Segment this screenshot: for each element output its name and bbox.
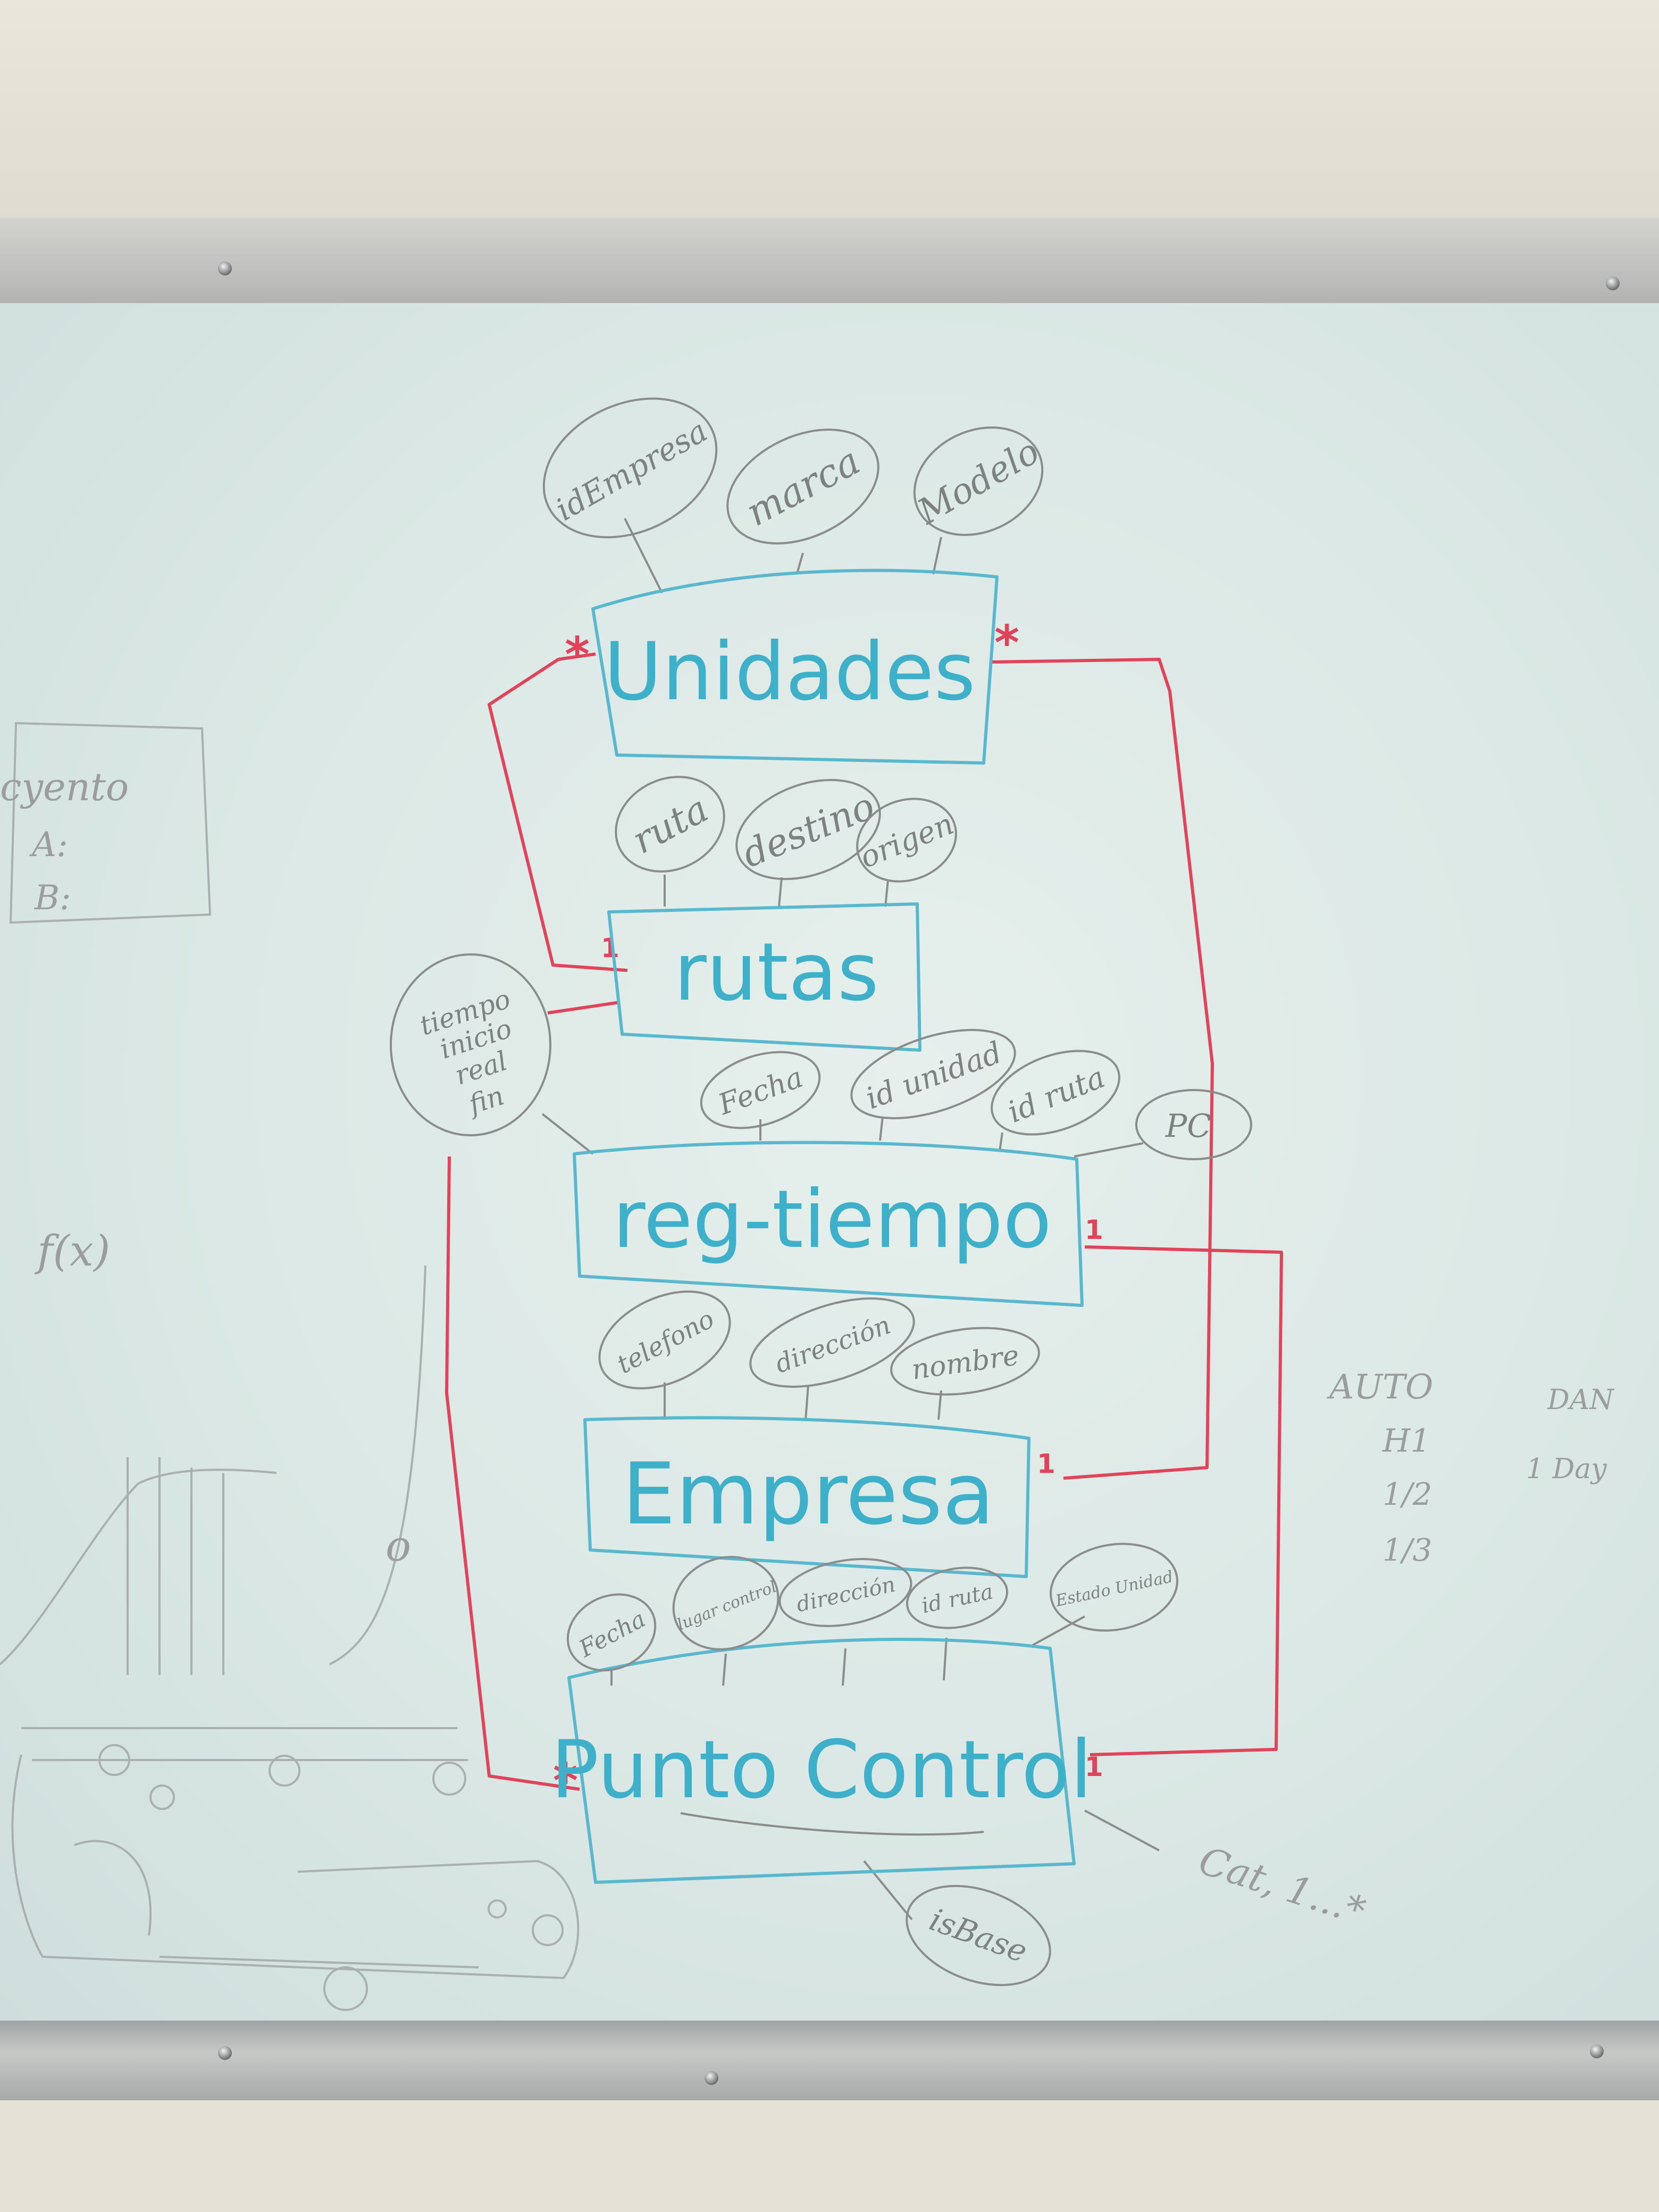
attribute-label: telefono (612, 1304, 719, 1379)
wall-top (0, 0, 1659, 223)
attribute-label: ruta (625, 787, 716, 862)
screw-top-right (1606, 276, 1620, 290)
note-left-box-b: B: (34, 878, 71, 918)
attribute-label: Fecha (574, 1605, 650, 1663)
attribute-label: id ruta (919, 1579, 995, 1618)
attribute-label: isBase (925, 1901, 1032, 1970)
wall-bottom (0, 2100, 1659, 2212)
entity-label-unidades: Unidades (604, 626, 975, 718)
attribute-pc: PC (1135, 1089, 1252, 1160)
attribute-estado-unidad: Estado Unidad (1050, 1543, 1178, 1632)
rel-unidades-rutas (488, 652, 628, 972)
attribute-marca: marca (726, 429, 879, 544)
note-left-box-a: A: (29, 825, 68, 865)
note-left-box-title: cyento (0, 765, 129, 809)
relationship-lines (445, 652, 1283, 1791)
note-right-list-3: 1/2 (1382, 1476, 1432, 1512)
board-frame-bottom (0, 2021, 1659, 2100)
attribute-direccion-empresa: dirección (749, 1297, 915, 1388)
note-right-list-4: 1/3 (1382, 1532, 1432, 1568)
rel-unidades-empresa (991, 658, 1214, 1480)
attribute-tiempo: tiempo inicio real fin (390, 953, 551, 1136)
attribute-idempresa: idEmpresa (542, 397, 718, 539)
rel-regtiempo-puntocontrol (1084, 1245, 1283, 1756)
note-right-other-1: DAN (1547, 1384, 1614, 1416)
attribute-label: destino (736, 784, 881, 876)
note-right-list-1: AUTO (1327, 1368, 1433, 1407)
attribute-destino: destino (735, 778, 881, 881)
attribute-modelo: Modelo (910, 426, 1046, 537)
entity-label-punto-control: Punto Control (551, 1724, 1092, 1816)
card-puntocontrol-one: 1 (1085, 1752, 1103, 1782)
screw-bottom-mid (705, 2071, 718, 2085)
attribute-label: PC (1165, 1108, 1211, 1145)
faint-sketch (0, 722, 580, 2011)
note-right-list-2: H1 (1382, 1422, 1431, 1460)
attribute-label: nombre (910, 1339, 1021, 1386)
entity-label-empresa: Empresa (622, 1444, 995, 1544)
entity-rutas: rutas (607, 902, 921, 1052)
screw-top-left (218, 262, 232, 275)
attribute-ruta: ruta (615, 776, 725, 873)
screw-bottom-right (1590, 2045, 1604, 2058)
whiteboard (0, 303, 1659, 2021)
card-empresa-one: 1 (1037, 1448, 1055, 1479)
rel-rutas-tiempo (547, 1001, 620, 1015)
note-left-func: f(x) (35, 1226, 110, 1276)
entity-reg-tiempo: reg-tiempo (573, 1141, 1084, 1307)
attribute-id-unidad: id unidad (850, 1029, 1016, 1119)
entity-unidades: Unidades (591, 568, 999, 765)
screw-bottom-left (218, 2046, 232, 2060)
attribute-fecha-reg: Fecha (700, 1051, 821, 1129)
note-bottom-right: Cat, 1...* (1194, 1838, 1371, 1933)
attribute-label: Estado Unidad (1053, 1568, 1175, 1611)
attribute-label: marca (739, 438, 867, 535)
board-frame-top (0, 218, 1659, 319)
rel-tiempo-puntocontrol (445, 1156, 580, 1791)
card-unidades-left: * (565, 627, 590, 683)
entity-label-rutas: rutas (674, 926, 879, 1019)
entity-label-reg-tiempo: reg-tiempo (613, 1174, 1052, 1266)
attribute-isbase: isBase (906, 1884, 1051, 1987)
note-right-other-2: 1 Day (1526, 1453, 1607, 1485)
card-puntocontrol-many: * (553, 1753, 578, 1809)
attribute-label: dirección (794, 1572, 898, 1617)
card-unidades-right: * (994, 615, 1019, 671)
note-left-letter: o (386, 1521, 411, 1571)
attribute-label: lugar control (675, 1578, 780, 1635)
attribute-label: Modelo (910, 431, 1046, 533)
entity-empresa: Empresa (583, 1416, 1030, 1578)
entity-punto-control: Punto Control (551, 1638, 1092, 1884)
card-regtiempo-one: 1 (1085, 1214, 1103, 1245)
